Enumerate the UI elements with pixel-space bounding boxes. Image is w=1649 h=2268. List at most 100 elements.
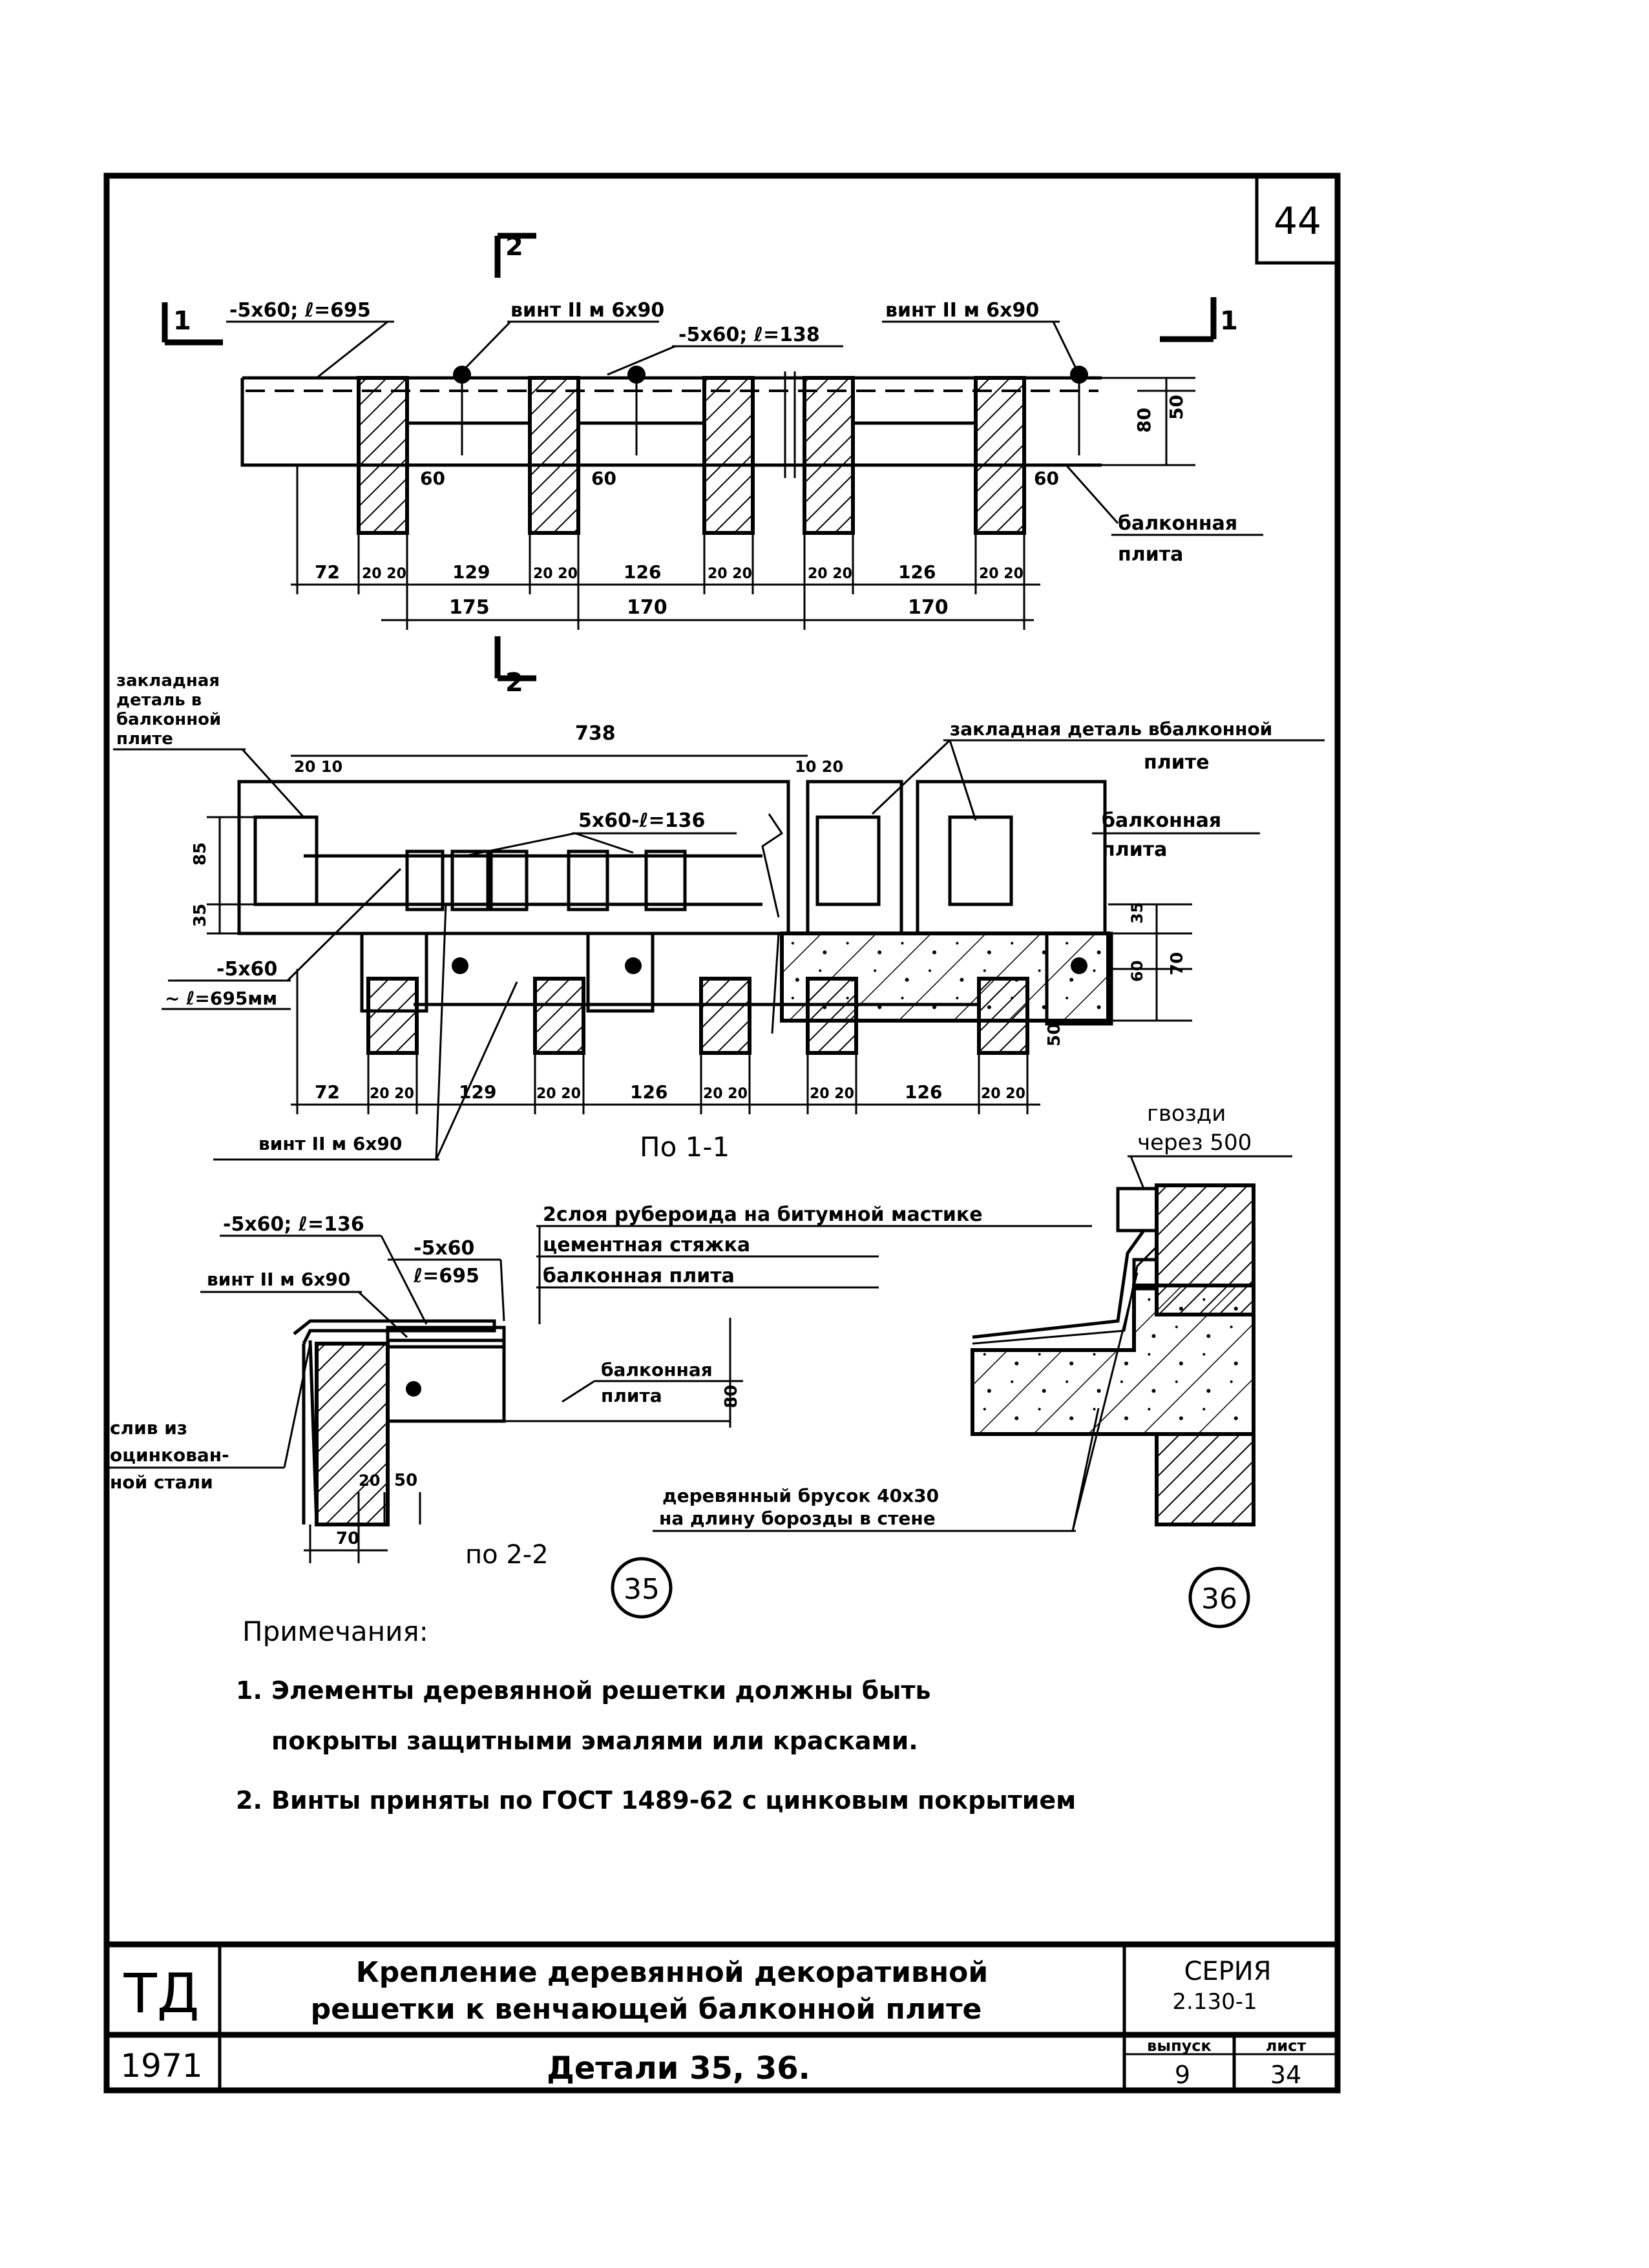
note-number: 2.: [236, 1786, 262, 1815]
rail: [851, 421, 978, 467]
year-label: 1971: [120, 2047, 202, 2085]
bar-label: деревянный брусок 40x30: [662, 1485, 939, 1506]
post: [528, 376, 580, 535]
screw-icon: [625, 957, 642, 974]
sheet-title: решетки к венчающей балконной плите: [311, 1993, 982, 2026]
dim-text: 20 20: [979, 566, 1024, 582]
post: [357, 376, 409, 535]
sheet-subtitle: Детали 35, 36.: [547, 2050, 810, 2086]
dim-text: 20 20: [362, 566, 406, 582]
issue-label: выпуск: [1147, 2037, 1212, 2055]
rail: [576, 421, 706, 467]
layer-label: цементная стяжка: [543, 1234, 750, 1256]
screw-icon: [1071, 957, 1087, 974]
strip-label: -5x60; ℓ=136: [223, 1213, 364, 1236]
note-text: покрыты защитными эмалями или красками.: [271, 1727, 918, 1755]
dim-text: 72: [315, 1081, 340, 1103]
cut-2-top-mark: [494, 233, 536, 278]
balcony-slab-label: плита: [601, 1385, 662, 1406]
detail-35-marker: [611, 1557, 673, 1619]
series-value: 2.130-1: [1172, 1989, 1257, 2015]
overall-dim: 738: [575, 722, 616, 745]
notes: Примечания: 1. Элементы деревянной решет…: [236, 1616, 1076, 1815]
span-dim: 170: [627, 596, 667, 619]
section-1-1: закладная деталь в балконной плите 738 2…: [113, 671, 1325, 1163]
dim-85: 85: [191, 842, 210, 866]
detail-36-marker: [1188, 1566, 1250, 1628]
strip-left-label: -5x60: [216, 958, 277, 981]
notes-heading: Примечания:: [242, 1616, 428, 1647]
title-block: ТД 1971 Крепление деревянной декоративно…: [107, 1941, 1338, 2090]
dim-35: 35: [191, 904, 210, 927]
bar-label: на длину борозды в стене: [659, 1508, 936, 1529]
cut-1-left-mark: [162, 302, 223, 346]
balcony-slab-label: плита: [1118, 543, 1183, 566]
dim-text: 20 20: [810, 1086, 854, 1102]
screw-icon: [452, 957, 468, 974]
strip-left-label: ~ ℓ=695мм: [165, 988, 277, 1009]
section-caption: по 2-2: [465, 1540, 549, 1570]
dim-50: 50: [394, 1471, 417, 1490]
dim-text: 126: [905, 1081, 942, 1103]
balcony-slab-label: плита: [1102, 838, 1167, 861]
dim-50: 50: [1045, 1023, 1064, 1046]
post: [702, 376, 755, 535]
embedded-part-right: плите: [1144, 751, 1209, 774]
dim-text: 126: [624, 561, 661, 583]
flashing-label: слив из оцинкован- ной стали: [110, 1417, 236, 1493]
dim-text: 20 20: [981, 1086, 1025, 1102]
org-label: ТД: [123, 1962, 200, 2025]
cut-2-bottom-mark: [494, 636, 536, 681]
strip-label: 5x60-ℓ=136: [578, 809, 705, 832]
sheet-value: 34: [1270, 2061, 1301, 2089]
screw-label: винт II м 6x90: [207, 1269, 350, 1290]
dim-text: 72: [315, 561, 340, 583]
screw-icon: [406, 1381, 421, 1397]
dim-20: 20: [359, 1472, 380, 1490]
dim-text: 129: [459, 1081, 496, 1103]
dim-20-10: 20 10: [294, 758, 342, 776]
dim-text: 20 20: [808, 566, 852, 582]
dim-text: 20 20: [533, 566, 578, 582]
dim-35: 35: [1128, 902, 1146, 924]
dim-60: 60: [420, 468, 445, 489]
dim-text: 20 20: [370, 1086, 414, 1102]
dim-60: 60: [1128, 961, 1146, 982]
note-number: 1.: [236, 1676, 262, 1705]
post: [974, 376, 1026, 535]
top-view: 1 1 2 2 -5x60; ℓ=695 винт II м 6x90: [162, 232, 1263, 698]
balcony-slab-label: балконная: [1102, 809, 1221, 832]
dim-60: 60: [591, 468, 616, 489]
strip-label-left: -5x60; ℓ=695: [229, 299, 371, 322]
nails-label: через 500: [1137, 1130, 1252, 1156]
rail: [405, 421, 532, 467]
span-dim: 170: [908, 596, 949, 619]
dim-text: 20 20: [536, 1086, 581, 1102]
dim-70: 70: [1168, 952, 1187, 975]
sheet-number: 44: [1274, 199, 1321, 243]
dim-text: 126: [630, 1081, 667, 1103]
sheet-frame: [103, 172, 1341, 2094]
dim-70: 70: [336, 1529, 359, 1548]
note-text: Винты приняты по ГОСТ 1489-62 с цинковым…: [271, 1786, 1076, 1815]
screw-label: винт II м 6x90: [258, 1133, 402, 1154]
series-label: СЕРИЯ: [1184, 1957, 1271, 1986]
sheet-number-box: [1255, 174, 1339, 265]
dim-60: 60: [1034, 468, 1059, 489]
balcony-slab-label: балконная: [601, 1359, 713, 1380]
cut-1-right-label: 1: [1220, 306, 1238, 336]
cut-1-left-label: 1: [173, 306, 191, 336]
dim-80: 80: [1133, 408, 1155, 433]
strip-label: ℓ=695: [413, 1265, 479, 1287]
detail-35-number: 35: [624, 1573, 660, 1606]
detail-36: гвозди через 500 деревянный брусок 40x30…: [653, 1101, 1292, 1532]
dim-50: 50: [1166, 395, 1187, 420]
span-dim: 175: [449, 596, 490, 619]
screw-label-1: винт II м 6x90: [510, 299, 664, 322]
post: [803, 376, 855, 535]
strip-label: -5x60: [414, 1237, 474, 1260]
screw-label-2: винт II м 6x90: [885, 299, 1039, 322]
dim-10-20: 10 20: [795, 758, 843, 776]
section-2-2: -5x60; ℓ=136 -5x60 ℓ=695 винт II м 6x90 …: [107, 1203, 1092, 1570]
